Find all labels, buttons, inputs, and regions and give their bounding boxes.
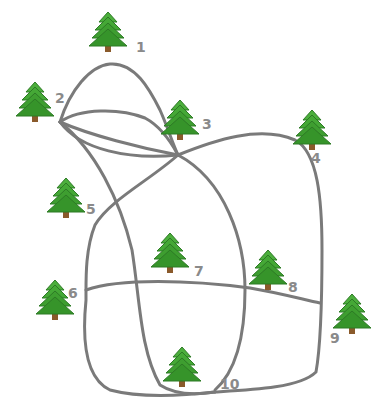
- callout-number: 2: [55, 91, 65, 105]
- callout-number: 1: [136, 40, 146, 54]
- callout-number: 4: [311, 151, 321, 165]
- callout-number: 10: [220, 377, 239, 391]
- callout-number: 7: [194, 264, 204, 278]
- trail-lines: [60, 64, 322, 396]
- callout-number: 5: [86, 202, 96, 216]
- callout-number: 6: [68, 286, 78, 300]
- callout-number: 3: [202, 117, 212, 131]
- callout-number: 9: [330, 331, 340, 345]
- callout-number: 8: [288, 280, 298, 294]
- tree-icons: [16, 12, 371, 387]
